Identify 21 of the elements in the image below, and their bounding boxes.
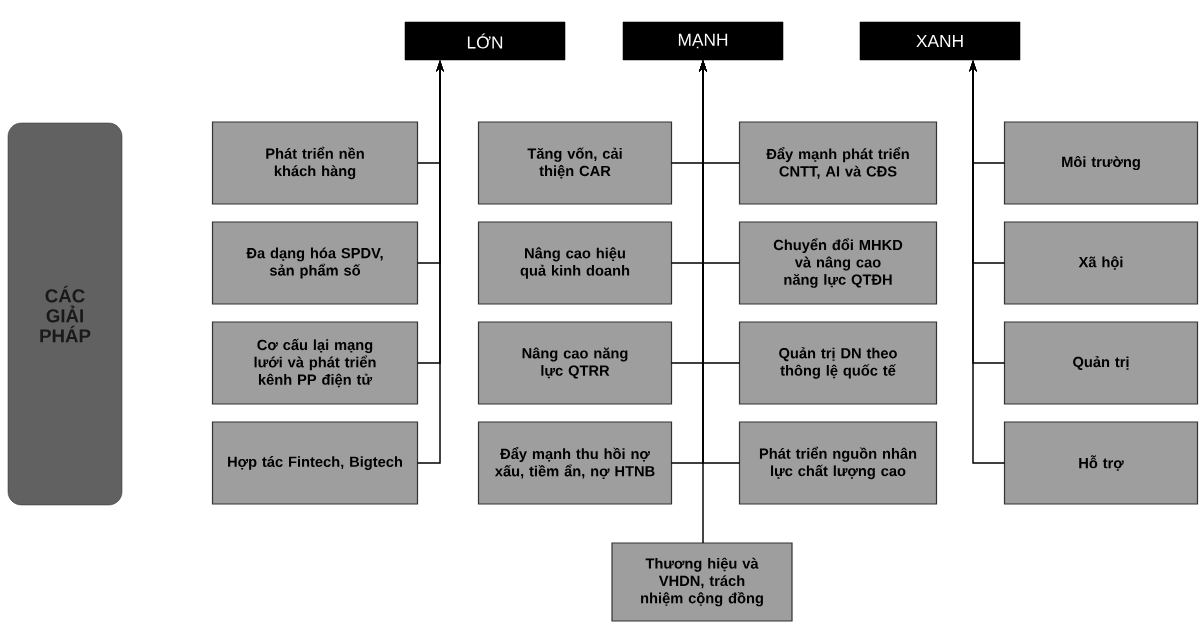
solution-box: Thương hiệu và VHDN, trách nhiệm cộng đồng — [611, 542, 793, 622]
solution-box: Nâng cao năng lực QTRR — [477, 321, 673, 405]
solution-box: Tăng vốn, cải thiện CAR — [477, 121, 673, 205]
solution-box: Hợp tác Fintech, Bigtech — [211, 421, 419, 505]
header-box: MẠNH — [622, 21, 784, 61]
side-label-box: CÁC GIẢI PHÁP — [7, 122, 123, 506]
solution-box: Phát triển nguồn nhân lực chất lượng cao — [738, 421, 938, 505]
header-box: XANH — [859, 21, 1021, 61]
solution-box: Đẩy mạnh phát triển CNTT, AI và CĐS — [738, 121, 938, 205]
solution-box: Hỗ trợ — [1003, 421, 1199, 505]
solution-box: Môi trường — [1003, 121, 1199, 205]
solution-box: Nâng cao hiệu quả kinh doanh — [477, 221, 673, 305]
solution-box: Xã hội — [1003, 221, 1199, 305]
solution-box: Cơ cấu lại mạng lưới và phát triển kênh PP điện tử — [211, 321, 419, 405]
solution-box: Đa dạng hóa SPDV, sản phẩm số — [211, 221, 419, 305]
solution-box: Phát triển nền khách hàng — [211, 121, 419, 205]
solution-box: Đẩy mạnh thu hồi nợ xấu, tiềm ẩn, nợ HTNB — [477, 421, 673, 505]
solution-box: Quản trị DN theo thông lệ quốc tế — [738, 321, 938, 405]
header-box: LỚN — [404, 21, 566, 61]
solution-box: Chuyển đổi MHKD và nâng cao năng lực QTĐH — [738, 221, 938, 305]
solution-box: Quản trị — [1003, 321, 1199, 405]
